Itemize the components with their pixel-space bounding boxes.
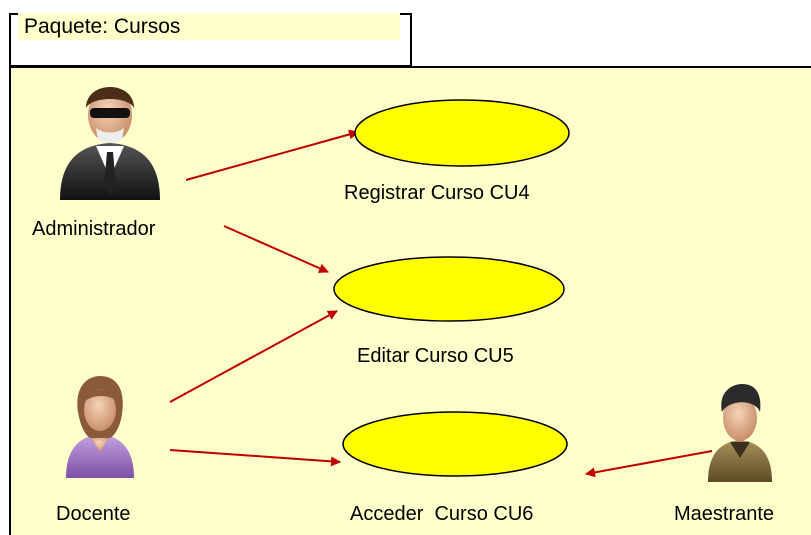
- association-maestrante-uc6: [585, 450, 713, 478]
- actor-administrador-label: Administrador: [32, 218, 156, 240]
- use-case-uc6-ellipse[interactable]: [342, 411, 568, 477]
- association-administrador-uc4: [185, 129, 359, 181]
- woman-teacher-icon: [66, 376, 134, 478]
- man-student-icon: [708, 384, 772, 482]
- actor-docente-label: Docente: [56, 503, 131, 525]
- use-case-uc6-label: Acceder Curso CU6: [350, 503, 534, 525]
- use-case-uc5-label: Editar Curso CU5: [357, 345, 514, 367]
- package-title: Paquete: Cursos: [18, 13, 400, 40]
- businessman-sunglasses-icon: [60, 87, 160, 200]
- actor-maestrante-label: Maestrante: [674, 503, 775, 525]
- association-docente-uc6: [169, 449, 341, 467]
- use-case-uc4-ellipse[interactable]: [354, 99, 570, 167]
- association-docente-uc5: [169, 310, 338, 403]
- association-administrador-uc5: [223, 225, 329, 273]
- use-case-uc5-ellipse[interactable]: [333, 256, 565, 322]
- use-case-uc4-label: Registrar Curso CU4: [344, 182, 530, 204]
